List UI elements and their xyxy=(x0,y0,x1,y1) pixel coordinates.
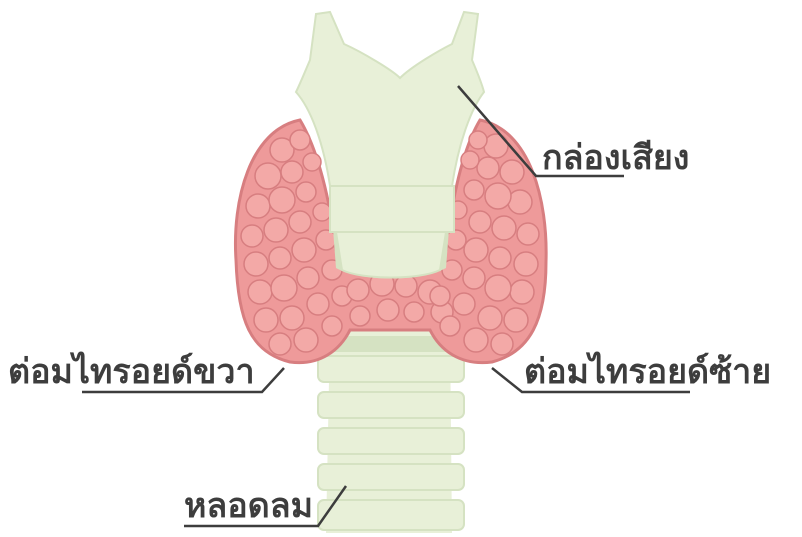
trachea-label: หลอดลม xyxy=(184,486,313,526)
larynx-label: กล่องเสียง xyxy=(542,138,689,178)
left-thyroid-label: ต่อมไทรอยด์ซ้าย xyxy=(524,352,771,392)
trachea-shape xyxy=(318,330,464,533)
right-thyroid-label: ต่อมไทรอยด์ขวา xyxy=(8,352,255,392)
